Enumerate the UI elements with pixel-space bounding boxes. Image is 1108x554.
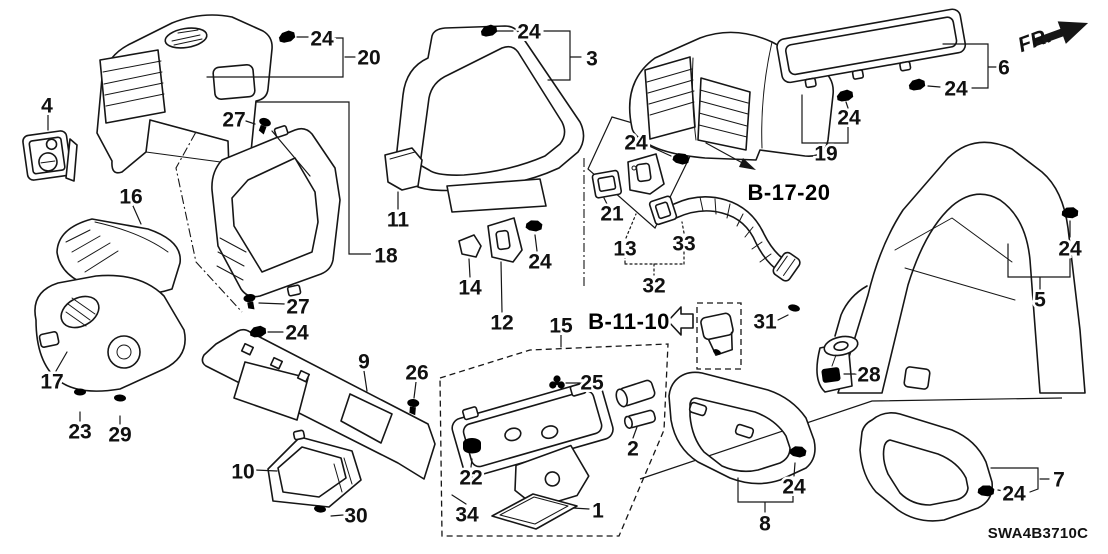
part-callout-10: 10 [231, 461, 254, 484]
part-11-cap-drawing [384, 147, 423, 191]
part-10-pocket-drawing [267, 429, 362, 508]
part-callout-24: 24 [528, 251, 552, 274]
part-callout-33: 33 [672, 233, 695, 256]
b-17-20-arrowhead [739, 158, 756, 170]
part-callout-24: 24 [310, 28, 334, 51]
part-callout-14: 14 [458, 277, 482, 300]
b-11-10-arrow-icon [667, 306, 694, 336]
part-callout-23: 23 [68, 421, 91, 444]
part-21-switch-drawing [591, 169, 623, 199]
part-callout-11: 11 [387, 209, 410, 232]
part-3-meter-visor-drawing [393, 25, 585, 213]
part-callout-1: 1 [592, 500, 604, 523]
part-callout-30: 30 [344, 505, 367, 528]
part-callout-9: 9 [358, 351, 370, 374]
part-callout-6: 6 [998, 57, 1010, 80]
part-callout-27: 27 [222, 109, 245, 132]
ref-link-B-11-10[interactable]: B-11-10 [586, 307, 672, 337]
part-callout-24: 24 [837, 107, 861, 130]
part-callout-27: 27 [286, 296, 309, 319]
part-6-tray-lid-drawing [776, 8, 967, 89]
part-callout-12: 12 [490, 312, 513, 335]
fr-arrow-icon [1032, 21, 1089, 47]
part-callout-24: 24 [1002, 483, 1026, 506]
part-callout-22: 22 [459, 467, 482, 490]
part-8-console-trim-drawing [668, 371, 816, 485]
part-14-clip-drawing [458, 234, 482, 258]
part-callout-18: 18 [374, 245, 398, 268]
ref-link-B-17-20[interactable]: B-17-20 [745, 178, 832, 208]
part-callout-34: 34 [455, 504, 479, 527]
part-callout-8: 8 [759, 513, 771, 536]
part-callout-16: 16 [119, 186, 142, 209]
part-callout-24: 24 [1058, 238, 1082, 261]
part-callout-24: 24 [624, 132, 648, 155]
b-11-10-part-drawing [700, 312, 734, 366]
part-15-tray-assembly-drawing [451, 380, 614, 509]
part-1-mat-drawing [491, 493, 578, 530]
part-callout-5: 5 [1034, 289, 1046, 312]
part-16-column-cover-upper-drawing [56, 218, 181, 296]
part-callout-25: 25 [580, 372, 604, 395]
part-callout-26: 26 [405, 362, 428, 385]
shift-lever-drawing [823, 285, 868, 367]
part-callout-21: 21 [600, 203, 624, 226]
part-callout-19: 19 [814, 143, 837, 166]
part-callout-28: 28 [857, 364, 881, 387]
part-callout-7: 7 [1053, 469, 1065, 492]
diagram-code: SWA4B3710C [987, 525, 1089, 542]
part-2-cylinders-drawing [615, 379, 656, 430]
part-33-duct-drawing [648, 195, 801, 282]
part-callout-20: 20 [357, 47, 380, 70]
part-callout-2: 2 [627, 438, 639, 461]
part-callout-32: 32 [642, 275, 665, 298]
part-5-center-frame-drawing [816, 141, 1086, 394]
part-17-column-cover-lower-drawing [34, 274, 186, 392]
part-callout-24: 24 [517, 21, 541, 44]
part-callout-4: 4 [41, 95, 53, 118]
part-4-switch-drawing [22, 130, 78, 182]
part-callout-31: 31 [753, 311, 777, 334]
part-20-drawing [96, 14, 273, 174]
part-18-meter-frame-drawing [211, 125, 341, 298]
part-12-bracket-drawing [487, 217, 523, 263]
part-callout-3: 3 [586, 48, 598, 71]
part-callout-15: 15 [549, 315, 573, 338]
part-callout-24: 24 [782, 476, 806, 499]
part-7-console-trim-drawing [859, 412, 994, 522]
part-callout-24: 24 [285, 322, 309, 345]
part-callout-29: 29 [108, 424, 131, 447]
part-callout-24: 24 [944, 78, 968, 101]
leader-lines [47, 30, 1071, 517]
part-callout-17: 17 [40, 371, 63, 394]
part-13-bracket-drawing [627, 153, 665, 195]
part-callout-13: 13 [613, 238, 636, 261]
part-9-lower-panel-drawing [201, 328, 436, 480]
